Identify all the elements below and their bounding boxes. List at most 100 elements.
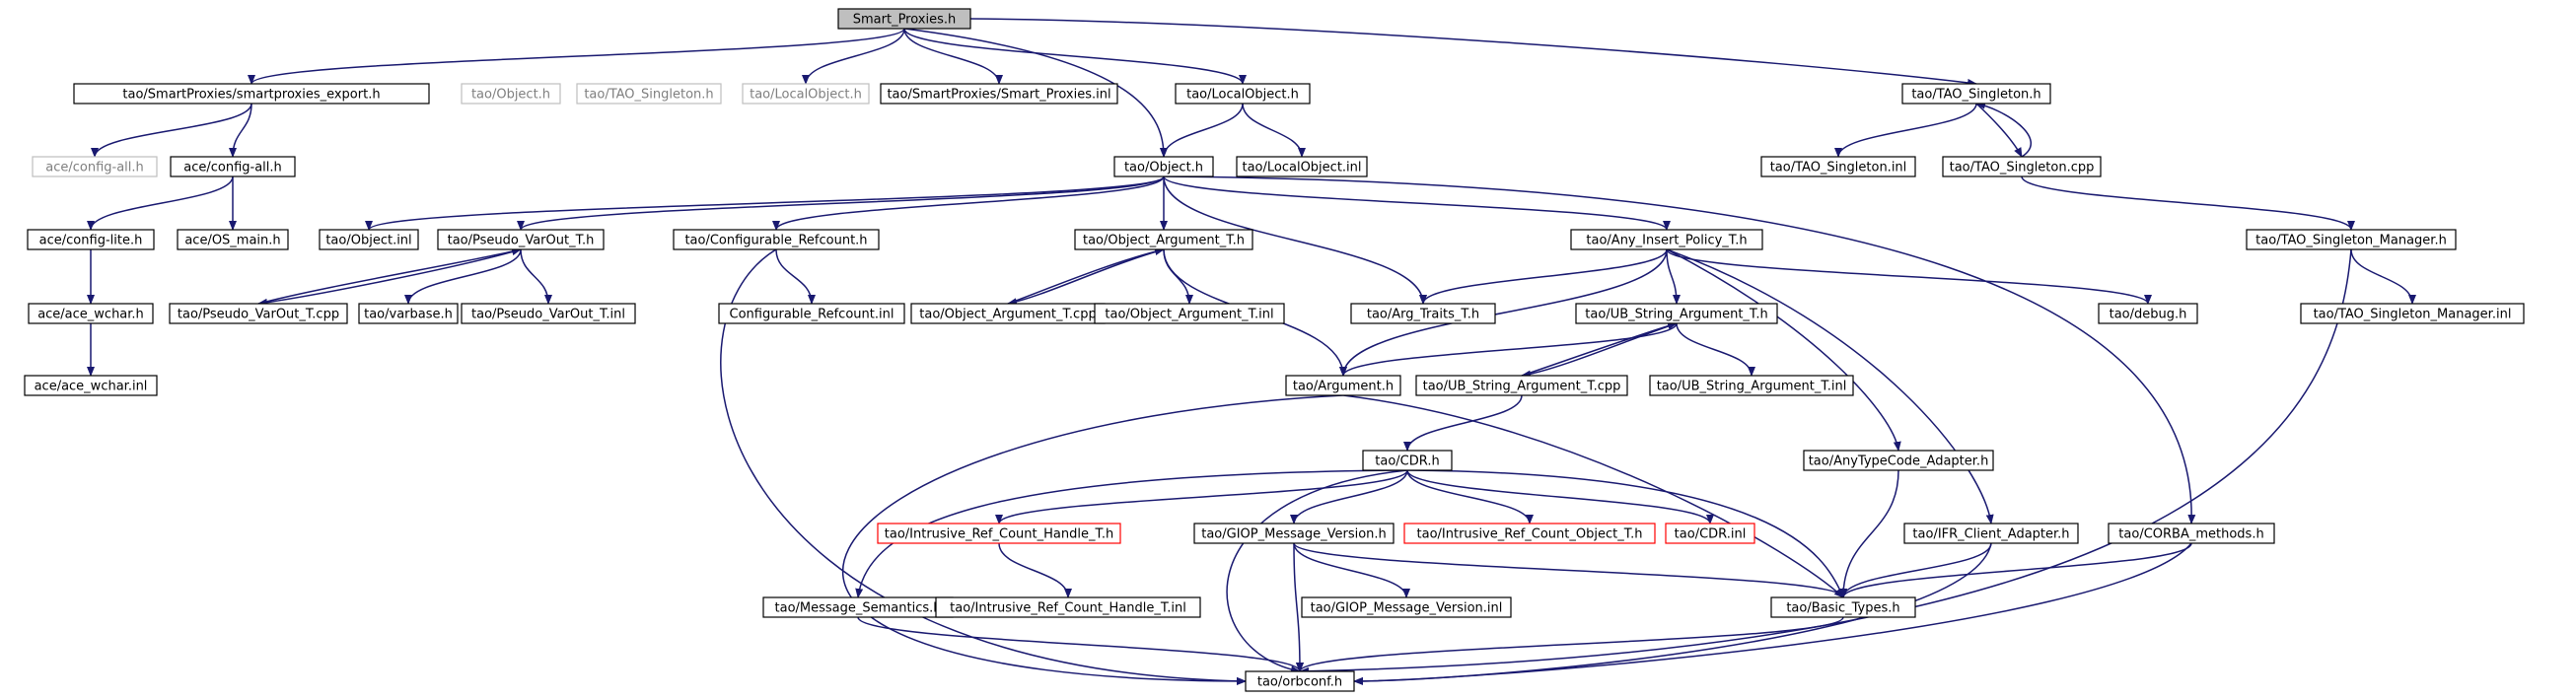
node-localobject_inl[interactable]: tao/LocalObject.inl (1236, 156, 1368, 177)
node-intrusive_ref_count_handle_h[interactable]: tao/Intrusive_Ref_Count_Handle_T.h (877, 523, 1121, 544)
node-box-config_lite (27, 229, 155, 250)
node-pseudo_varout_inl[interactable]: tao/Pseudo_VarOut_T.inl (461, 303, 636, 324)
node-debug_h[interactable]: tao/debug.h (2098, 303, 2198, 324)
nodes-layer: Smart_Proxies.h tao/SmartProxies/smartpro… (24, 8, 2525, 692)
node-pseudo_varout_h[interactable]: tao/Pseudo_VarOut_T.h (437, 229, 605, 250)
edge-any_insert_policy_h-to-ifr_client_adapter_h (1666, 248, 1994, 524)
node-box-smart_proxies_h (837, 8, 971, 30)
edge-object_argument_cpp-to-object_argument_h (1007, 247, 1165, 305)
edge-tao_singleton_manager_h-to-tao_singleton_manager_inl (2350, 248, 2416, 305)
node-label-localobject_h_gray: tao/LocalObject.h (750, 88, 862, 103)
node-label-giop_message_version_inl: tao/GIOP_Message_Version.inl (1311, 601, 1503, 616)
node-smart_proxies_h[interactable]: Smart_Proxies.h (837, 8, 971, 30)
node-tao_singleton_h_gray[interactable]: tao/TAO_Singleton.h (576, 83, 722, 105)
node-localobject_h[interactable]: tao/LocalObject.h (1175, 83, 1311, 105)
node-intrusive_ref_count_object_h[interactable]: tao/Intrusive_Ref_Count_Object_T.h (1403, 523, 1656, 544)
node-label-argument_h: tao/Argument.h (1293, 380, 1394, 394)
node-corba_methods_h[interactable]: tao/CORBA_methods.h (2108, 523, 2275, 544)
node-label-ace_wchar_h: ace/ace_wchar.h (37, 308, 144, 322)
node-basic_types_h[interactable]: tao/Basic_Types.h (1770, 596, 1916, 618)
node-label-pseudo_varout_cpp: tao/Pseudo_VarOut_T.cpp (178, 308, 339, 322)
node-varbase_h[interactable]: tao/varbase.h (358, 303, 459, 324)
node-smartproxies_export_h[interactable]: tao/SmartProxies/smartproxies_export.h (73, 83, 430, 105)
node-ace_wchar_inl[interactable]: ace/ace_wchar.inl (24, 375, 158, 396)
node-tao_singleton_inl[interactable]: tao/TAO_Singleton.inl (1760, 156, 1916, 177)
node-label-object_inl: tao/Object.inl (325, 234, 411, 248)
node-box-pseudo_varout_inl (461, 303, 636, 324)
node-config_all[interactable]: ace/config-all.h (170, 156, 296, 177)
edge-ub_string_argument_cpp-to-ub_string_argument_h (1521, 321, 1678, 377)
node-box-basic_types_h (1770, 596, 1916, 618)
node-message_semantics_h[interactable]: tao/Message_Semantics.h (762, 596, 954, 618)
node-ub_string_argument_inl[interactable]: tao/UB_String_Argument_T.inl (1649, 375, 1854, 396)
edge-smart_proxies_h-to-localobject_h (903, 28, 1247, 85)
node-config_all_gray[interactable]: ace/config-all.h (32, 156, 158, 177)
edge-any_insert_policy_h-to-ub_string_argument_h (1666, 248, 1681, 305)
node-smart_proxies_inl[interactable]: tao/SmartProxies/Smart_Proxies.inl (880, 83, 1118, 105)
node-pseudo_varout_cpp[interactable]: tao/Pseudo_VarOut_T.cpp (169, 303, 348, 324)
node-tao_singleton_h[interactable]: tao/TAO_Singleton.h (1901, 83, 2051, 105)
node-object_inl[interactable]: tao/Object.inl (319, 229, 419, 250)
node-giop_message_version_h[interactable]: tao/GIOP_Message_Version.h (1193, 523, 1395, 544)
node-intrusive_ref_count_handle_inl[interactable]: tao/Intrusive_Ref_Count_Handle_T.inl (935, 596, 1201, 618)
edge-smart_proxies_h-to-smartproxies_export_h (248, 28, 905, 85)
edge-object_h-to-configurable_refcount_h (772, 175, 1165, 231)
edge-giop_message_version_h-to-basic_types_h (1293, 542, 1847, 598)
node-config_lite[interactable]: ace/config-lite.h (27, 229, 155, 250)
edge-object_h-to-corba_methods_h (1163, 175, 2196, 524)
node-ifr_client_adapter_h[interactable]: tao/IFR_Client_Adapter.h (1903, 523, 2079, 544)
node-tao_singleton_manager_inl[interactable]: tao/TAO_Singleton_Manager.inl (2300, 303, 2525, 324)
edge-configurable_refcount_h-to-configurable_refcount_inl (775, 248, 816, 305)
node-label-tao_singleton_manager_inl: tao/TAO_Singleton_Manager.inl (2314, 308, 2512, 322)
node-label-object_h_gray: tao/Object.h (471, 88, 550, 103)
node-label-config_all_gray: ace/config-all.h (45, 161, 144, 175)
node-label-giop_message_version_h: tao/GIOP_Message_Version.h (1201, 527, 1387, 542)
node-label-pseudo_varout_h: tao/Pseudo_VarOut_T.h (448, 234, 595, 248)
node-object_h_gray[interactable]: tao/Object.h (461, 83, 561, 105)
edge-tao_singleton_cpp-to-tao_singleton_h (1975, 101, 2032, 158)
node-arg_traits_h[interactable]: tao/Arg_Traits_T.h (1350, 303, 1496, 324)
edge-message_semantics_h-to-orbconf_h (857, 616, 1304, 672)
node-label-configurable_refcount_inl: Configurable_Refcount.inl (730, 308, 894, 322)
node-object_argument_inl[interactable]: tao/Object_Argument_T.inl (1094, 303, 1285, 324)
node-box-configurable_refcount_h (673, 229, 880, 250)
node-label-ifr_client_adapter_h: tao/IFR_Client_Adapter.h (1912, 527, 2069, 542)
node-box-intrusive_ref_count_handle_inl (935, 596, 1201, 618)
edge-localobject_h-to-object_h (1160, 103, 1244, 158)
node-label-orbconf_h: tao/orbconf.h (1257, 675, 1342, 690)
node-box-ub_string_argument_h (1575, 303, 1778, 324)
node-box-intrusive_ref_count_handle_h (877, 523, 1121, 544)
node-label-smartproxies_export_h: tao/SmartProxies/smartproxies_export.h (122, 88, 380, 103)
node-box-debug_h (2098, 303, 2198, 324)
edge-object_argument_h-to-object_argument_cpp (1007, 248, 1165, 307)
node-ub_string_argument_h[interactable]: tao/UB_String_Argument_T.h (1575, 303, 1778, 324)
node-cdr_inl[interactable]: tao/CDR.inl (1665, 523, 1755, 544)
node-any_insert_policy_h[interactable]: tao/Any_Insert_Policy_T.h (1570, 229, 1763, 250)
node-giop_message_version_inl[interactable]: tao/GIOP_Message_Version.inl (1301, 596, 1512, 618)
node-ace_wchar_h[interactable]: ace/ace_wchar.h (28, 303, 154, 324)
node-configurable_refcount_h[interactable]: tao/Configurable_Refcount.h (673, 229, 880, 250)
node-object_argument_cpp[interactable]: tao/Object_Argument_T.cpp (910, 303, 1106, 324)
node-localobject_h_gray[interactable]: tao/LocalObject.h (742, 83, 870, 105)
node-box-varbase_h (358, 303, 459, 324)
edge-corba_methods_h-to-basic_types_h (1839, 542, 2192, 598)
node-object_h[interactable]: tao/Object.h (1113, 156, 1214, 177)
node-os_main[interactable]: ace/OS_main.h (177, 229, 289, 250)
node-tao_singleton_cpp[interactable]: tao/TAO_Singleton.cpp (1942, 156, 2102, 177)
edge-intrusive_ref_count_handle_h-to-intrusive_ref_count_handle_inl (998, 542, 1072, 598)
node-orbconf_h[interactable]: tao/orbconf.h (1245, 670, 1355, 692)
node-label-object_argument_inl: tao/Object_Argument_T.inl (1105, 308, 1273, 322)
node-box-tao_singleton_h_gray (576, 83, 722, 105)
node-label-tao_singleton_cpp: tao/TAO_Singleton.cpp (1950, 161, 2095, 175)
node-box-any_insert_policy_h (1570, 229, 1763, 250)
node-anytypecode_adapter_h[interactable]: tao/AnyTypeCode_Adapter.h (1803, 450, 1994, 471)
node-object_argument_h[interactable]: tao/Object_Argument_T.h (1074, 229, 1253, 250)
node-tao_singleton_manager_h[interactable]: tao/TAO_Singleton_Manager.h (2246, 229, 2457, 250)
node-cdr_h[interactable]: tao/CDR.h (1362, 450, 1453, 471)
node-box-smartproxies_export_h (73, 83, 430, 105)
node-configurable_refcount_inl[interactable]: Configurable_Refcount.inl (718, 303, 905, 324)
node-label-ub_string_argument_inl: tao/UB_String_Argument_T.inl (1657, 380, 1847, 394)
node-ub_string_argument_cpp[interactable]: tao/UB_String_Argument_T.cpp (1415, 375, 1628, 396)
node-argument_h[interactable]: tao/Argument.h (1285, 375, 1401, 396)
edge-object_h-to-any_insert_policy_h (1163, 175, 1671, 231)
